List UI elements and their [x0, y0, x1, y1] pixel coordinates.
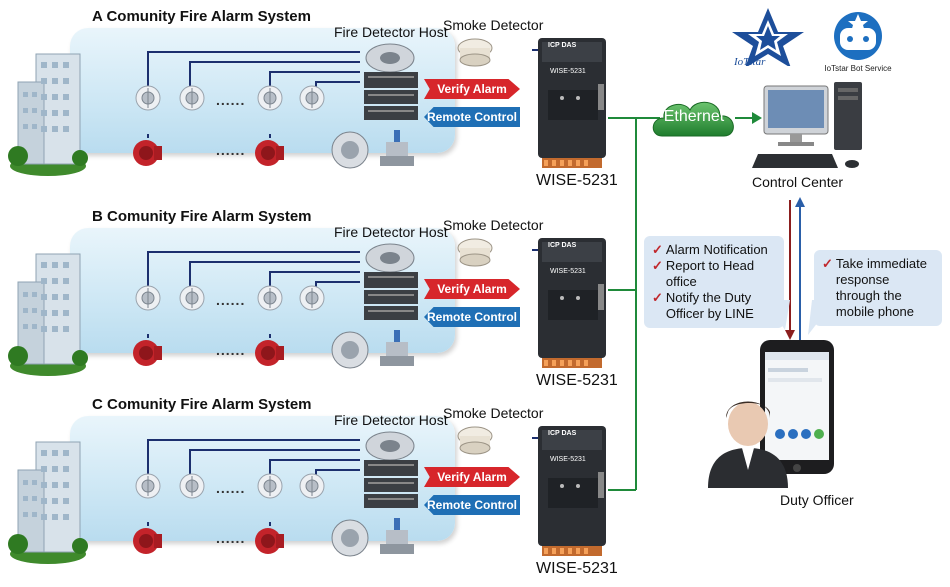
ellipsis: ......: [216, 142, 246, 158]
ethernet-label: Ethernet: [663, 108, 725, 125]
wise-device-label: WISE-5231: [536, 172, 618, 189]
iotstar-label: IoTstar: [734, 56, 766, 68]
check-icon: ✓: [652, 242, 663, 257]
building-icon: [8, 441, 88, 564]
sprinkler-icon: [135, 85, 161, 111]
notification-item: ✓Report to Head office: [652, 258, 776, 290]
fire-alarm-bell-icon: [255, 528, 284, 554]
verify-alarm-arrow: Verify Alarm: [424, 279, 520, 299]
response-text: Take immediate response through the mobi…: [835, 256, 927, 319]
notification-text: Notify the Duty Officer by LINE: [665, 290, 754, 321]
system-title: C Comunity Fire Alarm System: [92, 396, 312, 413]
smoke-detector-icon: [457, 38, 493, 67]
sprinkler-icon: [135, 285, 161, 311]
ellipsis: ......: [216, 480, 246, 496]
wise-device-icon: [532, 38, 606, 168]
fire-alarm-bell-icon: [133, 340, 162, 366]
building-icon: [8, 53, 88, 176]
ethernet-cloud: Ethernet: [648, 92, 740, 146]
check-icon: ✓: [822, 256, 833, 271]
fire-detector-host-label: Fire Detector Host: [334, 412, 448, 428]
smoke-detector-icon: [457, 238, 493, 267]
fire-detector-host-label: Fire Detector Host: [334, 224, 448, 240]
notification-item: ✓Alarm Notification: [652, 242, 776, 258]
remote-control-arrow: Remote Control: [424, 495, 520, 515]
iotstar-bot-label: IoTstar Bot Service: [824, 64, 892, 73]
sprinkler-icon: [299, 285, 325, 311]
duty-officer: [704, 338, 844, 488]
valve-icon: [331, 518, 414, 557]
fire-detector-host-icon: [364, 43, 418, 120]
sprinkler-icon: [257, 85, 283, 111]
verify-alarm-arrow: Verify Alarm: [424, 467, 520, 487]
fire-alarm-bell-icon: [133, 140, 162, 166]
valve-icon: [331, 130, 414, 169]
check-icon: ✓: [652, 258, 663, 273]
notification-text: Alarm Notification: [665, 242, 768, 257]
iotstar-bot-logo: IoTstar Bot Service: [818, 8, 898, 78]
smoke-detector-icon: [457, 426, 493, 455]
sprinkler-icon: [257, 285, 283, 311]
sprinkler-icon: [179, 473, 205, 499]
sprinkler-icon: [299, 473, 325, 499]
fire-detector-host-icon: [364, 431, 418, 508]
building-icon: [8, 253, 88, 376]
fire-alarm-bell-icon: [133, 528, 162, 554]
ellipsis: ......: [216, 530, 246, 546]
sprinkler-icon: [135, 473, 161, 499]
fire-alarm-bell-icon: [255, 340, 284, 366]
notification-item: ✓Notify the Duty Officer by LINE: [652, 290, 776, 322]
sprinkler-icon: [299, 85, 325, 111]
wise-device-badge: WISE-5231: [550, 68, 586, 75]
sprinkler-icon: [179, 285, 205, 311]
response-item: ✓Take immediate response through the mob…: [822, 256, 934, 320]
wise-device-label: WISE-5231: [536, 372, 618, 389]
ellipsis: ......: [216, 342, 246, 358]
response-box: ✓Take immediate response through the mob…: [814, 250, 942, 326]
control-center-label: Control Center: [752, 174, 844, 190]
person-phone-icon: [708, 340, 834, 488]
ellipsis: ......: [216, 292, 246, 308]
check-icon: ✓: [652, 290, 663, 305]
smoke-detector-label: Smoke Detector: [443, 217, 544, 233]
ellipsis: ......: [216, 92, 246, 108]
wise-device-badge: WISE-5231: [550, 456, 586, 463]
fire-detector-host-icon: [364, 243, 418, 320]
star-icon: [732, 8, 804, 68]
system-title: B Comunity Fire Alarm System: [92, 208, 312, 225]
verify-alarm-arrow: Verify Alarm: [424, 79, 520, 99]
fire-detector-host-label: Fire Detector Host: [334, 24, 448, 40]
wise-device-label: WISE-5231: [536, 560, 618, 577]
sprinkler-icon: [257, 473, 283, 499]
remote-control-arrow: Remote Control: [424, 307, 520, 327]
control-center: [752, 78, 872, 174]
system-title: A Comunity Fire Alarm System: [92, 8, 311, 25]
duty-officer-label: Duty Officer: [780, 492, 854, 508]
computer-icon: [752, 82, 862, 168]
icp-brand: ICP DAS: [548, 430, 577, 437]
icp-brand: ICP DAS: [548, 242, 577, 249]
fire-alarm-bell-icon: [255, 140, 284, 166]
wise-device-icon: [532, 426, 606, 556]
icp-brand: ICP DAS: [548, 42, 577, 49]
smoke-detector-label: Smoke Detector: [443, 17, 544, 33]
smoke-detector-label: Smoke Detector: [443, 405, 544, 421]
iotstar-logo: IoTstar: [728, 6, 808, 76]
wise-device-icon: [532, 238, 606, 368]
wise-device-badge: WISE-5231: [550, 268, 586, 275]
notification-box: ✓Alarm Notification✓Report to Head offic…: [644, 236, 784, 328]
cloud-icon: [652, 101, 734, 137]
sprinkler-icon: [179, 85, 205, 111]
notification-text: Report to Head office: [665, 258, 755, 289]
valve-icon: [331, 330, 414, 369]
remote-control-arrow: Remote Control: [424, 107, 520, 127]
bot-icon: [834, 12, 882, 60]
